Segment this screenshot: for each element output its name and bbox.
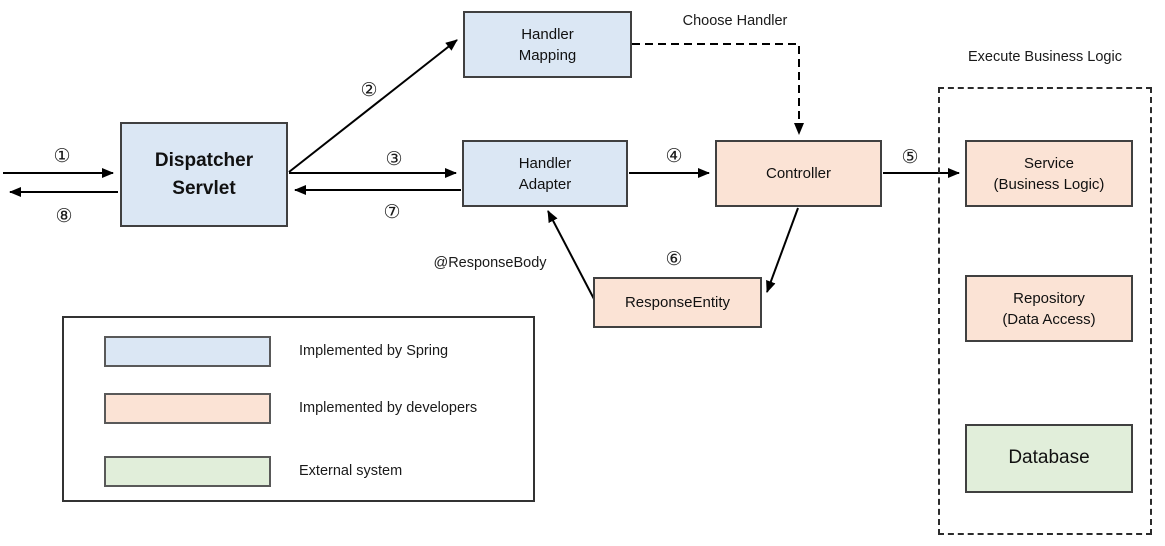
step-7-label: ⑦ [383,202,401,223]
legend-box: Implemented by Spring Implemented by dev… [62,316,535,502]
node-dispatcher-servlet: Dispatcher Servlet [120,122,288,227]
node-database: Database [965,424,1133,493]
node-handler-adapter: Handler Adapter [462,140,628,207]
step-5-label: ⑤ [901,147,919,168]
dashed-arrow-choose-handler [632,43,804,135]
step-3-label: ③ [385,149,403,170]
choose-handler-annotation: Choose Handler [682,13,788,29]
step-4-label: ④ [665,146,683,167]
arrow-controller-to-responseentity [766,207,799,293]
legend-swatch-external [104,456,271,487]
node-service: Service (Business Logic) [965,140,1133,207]
step-1-label: ① [53,146,71,167]
node-response-entity: ResponseEntity [593,277,762,328]
legend-swatch-developers [104,393,271,424]
step-6-label: ⑥ [665,249,683,270]
arrow-to-handler-mapping [288,39,458,173]
step-8-label: ⑧ [55,206,73,227]
legend-swatch-spring [104,336,271,367]
node-repository: Repository (Data Access) [965,275,1133,342]
node-controller: Controller [715,140,882,207]
legend-label-developers: Implemented by developers [299,400,478,416]
legend-label-external: External system [299,463,403,479]
legend-label-spring: Implemented by Spring [299,343,449,359]
execute-business-logic-annotation: Execute Business Logic [968,49,1122,65]
business-logic-container [938,87,1152,535]
response-body-annotation: @ResponseBody [433,255,547,271]
node-handler-mapping: Handler Mapping [463,11,632,78]
step-2-label: ② [360,80,378,101]
